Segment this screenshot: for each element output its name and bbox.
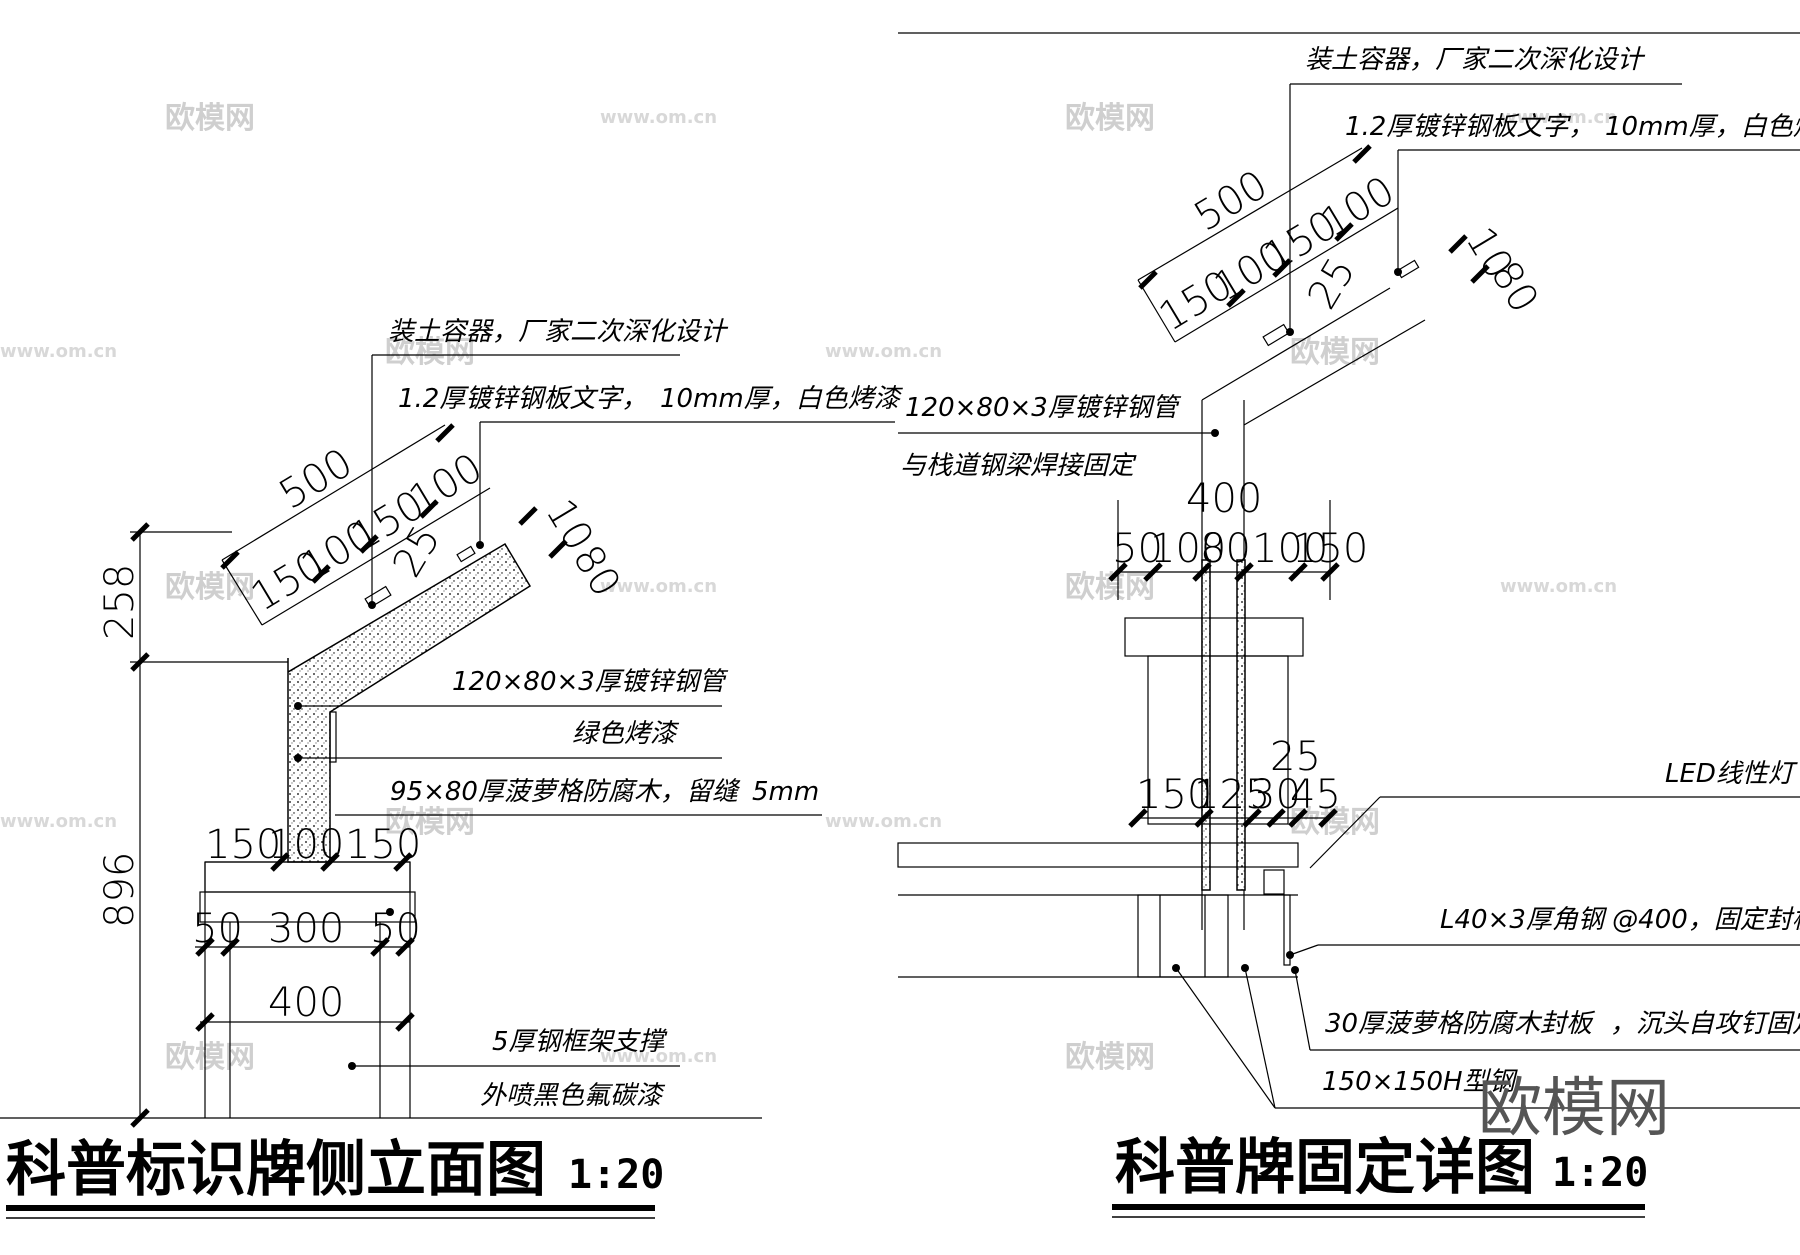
left-dim-300: 300 — [268, 906, 344, 952]
right-dim-500: 500 — [1186, 162, 1275, 241]
left-base-bottom — [199, 891, 416, 923]
watermark-url: www.om.cn — [825, 341, 942, 362]
right-note-plate-text: 1.2厚镀锌钢板文字， — [1345, 112, 1594, 142]
right-note-angle: L40×3厚角钢 @400，固定封板 — [1440, 905, 1800, 935]
right-note-hbeam: 150×150H型钢 — [1322, 1067, 1519, 1097]
left-dim-896: 896 — [97, 852, 143, 928]
left-note-wood: 95×80厚菠萝格防腐木，留缝 — [390, 777, 741, 807]
right-dim-45: 45 — [1290, 772, 1341, 818]
right-dim-100c: 100 — [1150, 526, 1226, 572]
right-dim-150c: 150 — [1292, 526, 1368, 572]
right-dim-25b: 25 — [1270, 734, 1321, 780]
right-text-plate — [1262, 323, 1290, 347]
left-note-frame-paint: 外喷黑色氟碳漆 — [480, 1081, 666, 1111]
left-note-wood-gap: 5mm — [752, 777, 819, 807]
right-note-led: LED线性灯 — [1665, 759, 1798, 789]
left-side-elevation: 258 896 500 150 100 150 100 25 10 80 装土容… — [0, 317, 904, 1219]
right-dim-125: 125 — [1194, 772, 1270, 818]
watermark-brand: 欧模网 — [385, 805, 475, 840]
left-dim-150d: 150 — [345, 822, 421, 868]
right-dim-150d: 150 — [1136, 772, 1212, 818]
left-text-plate-2 — [456, 545, 476, 563]
right-dim-30: 30 — [1250, 772, 1301, 818]
watermark-brand: 欧模网 — [165, 570, 255, 605]
watermark-url: www.om.cn — [1500, 107, 1617, 128]
watermark-brand: 欧模网 — [1065, 570, 1155, 605]
left-note-green: 绿色烤漆 — [572, 719, 680, 749]
right-post-wood-right — [1236, 559, 1246, 891]
watermark-url: www.om.cn — [1500, 576, 1617, 597]
right-led-housing — [1263, 869, 1285, 895]
right-note-container: 装土容器，厂家二次深化设计 — [1305, 45, 1646, 75]
watermark-url: www.om.cn — [600, 576, 717, 597]
watermark-brand-large: 欧模网 — [1478, 1072, 1670, 1146]
watermark-brand: 欧模网 — [1290, 335, 1380, 370]
right-view-scale: 1:20 — [1552, 1150, 1648, 1196]
right-dim-100d: 100 — [1252, 526, 1328, 572]
watermark-url: www.om.cn — [0, 811, 117, 832]
watermark-brand: 欧模网 — [1065, 1040, 1155, 1075]
left-note-container: 装土容器，厂家二次深化设计 — [388, 317, 729, 347]
right-base-body — [1147, 655, 1289, 825]
right-base-cap — [1124, 617, 1304, 657]
left-note-plate-paint: 10mm厚，白色烤漆 — [660, 384, 904, 414]
watermark-brand: 欧模网 — [385, 335, 475, 370]
left-dim-50: 50 — [192, 906, 243, 952]
watermark-url: www.om.cn — [0, 341, 117, 362]
right-seal-board — [1283, 894, 1291, 966]
right-dim-400: 400 — [1186, 476, 1262, 522]
right-note-plate-paint: 10mm厚，白色烤漆 — [1605, 112, 1800, 142]
left-dim-100c: 100 — [268, 822, 344, 868]
right-dim-80b: 80 — [1200, 526, 1251, 572]
left-dim-500: 500 — [271, 440, 360, 519]
watermark-url: www.om.cn — [825, 811, 942, 832]
right-fixing-detail: 400 50 100 80 100 150 25 150 125 30 45 — [897, 32, 1800, 1218]
watermark-brand: 欧模网 — [165, 101, 255, 136]
left-dim-400: 400 — [268, 980, 344, 1026]
right-note-screw: ，沉头自攻钉固定 — [1610, 1009, 1800, 1039]
left-dim-50b: 50 — [370, 906, 421, 952]
left-slope-dims — [220, 423, 568, 626]
right-dim-50: 50 — [1112, 526, 1163, 572]
left-note-plate-text: 1.2厚镀锌钢板文字， — [398, 384, 647, 414]
left-view-scale: 1:20 — [568, 1152, 664, 1198]
right-note-pipe: 120×80×3厚镀锌钢管 — [905, 393, 1182, 423]
watermark-layer: 欧模网 www.om.cn 欧模网 www.om.cn www.om.cn 欧模… — [0, 101, 1617, 1075]
watermark-url: www.om.cn — [600, 107, 717, 128]
left-dim-258: 258 — [97, 564, 143, 640]
right-post-wood-left — [1201, 559, 1211, 891]
right-h-beam — [1137, 894, 1229, 978]
left-dim-150c: 150 — [205, 822, 281, 868]
watermark-brand: 欧模网 — [165, 1040, 255, 1075]
left-note-frame: 5厚钢框架支撑 — [492, 1027, 668, 1057]
watermark-brand: 欧模网 — [1065, 101, 1155, 136]
right-deck — [897, 842, 1299, 868]
right-note-weld: 与栈道钢梁焊接固定 — [900, 451, 1137, 481]
left-view-title: 科普标识牌侧立面图 — [6, 1135, 546, 1205]
left-note-pipe: 120×80×3厚镀锌钢管 — [452, 667, 729, 697]
right-view-title: 科普牌固定详图 — [1115, 1133, 1535, 1203]
left-wood-cap — [329, 711, 337, 763]
right-slope-dims — [1137, 144, 1490, 343]
left-text-plate — [364, 585, 392, 609]
watermark-url: www.om.cn — [600, 1046, 717, 1067]
right-note-board: 30厚菠萝格防腐木封板 — [1325, 1009, 1596, 1039]
